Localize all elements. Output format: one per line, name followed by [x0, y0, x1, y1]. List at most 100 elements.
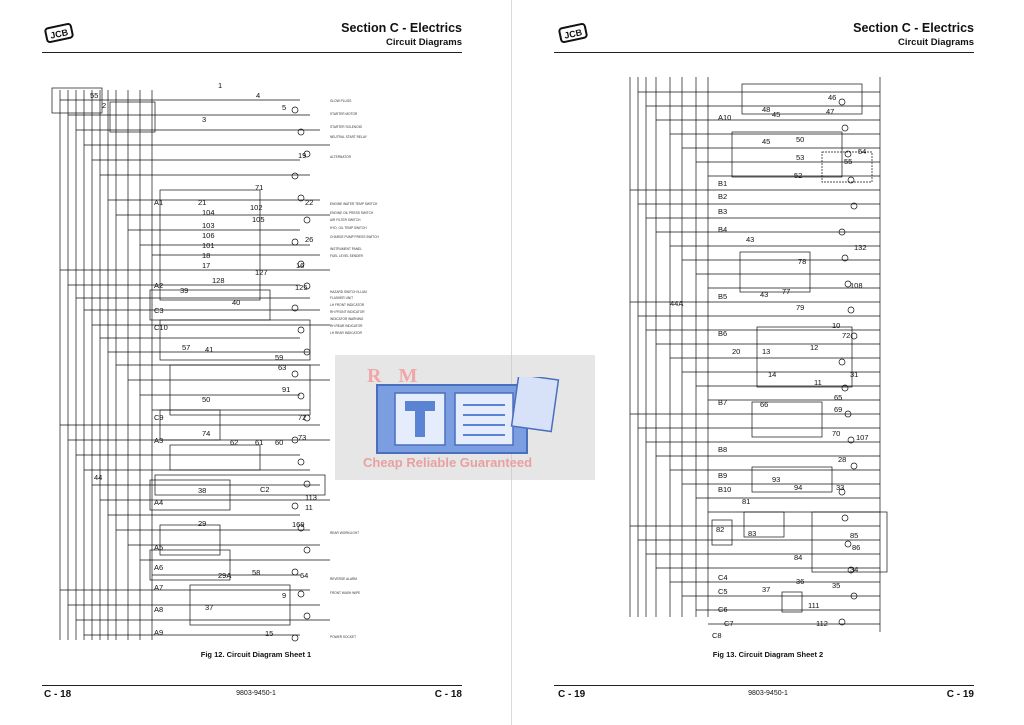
component-number: 84 [794, 553, 802, 562]
lamp-symbol [303, 612, 311, 620]
lamp-symbol [291, 568, 299, 576]
connector-label: A5 [154, 543, 163, 552]
watermark: R M Cheap Reliable Guaranteed [335, 355, 595, 480]
component-number: 28 [838, 455, 846, 464]
component-number: 125 [295, 283, 308, 292]
lamp-symbol [844, 280, 852, 288]
lamp-symbol [850, 592, 858, 600]
fuse-block [51, 87, 103, 114]
lamp-symbol [303, 480, 311, 488]
component-number: 77 [782, 287, 790, 296]
component-box [159, 524, 221, 556]
circuit-label: AIR FILTER SWITCH [330, 218, 361, 222]
component-number: 33 [836, 483, 844, 492]
component-number: 14 [768, 370, 776, 379]
lamp-symbol [297, 128, 305, 136]
svg-text:JCB: JCB [563, 27, 583, 41]
component-box [149, 549, 231, 581]
component-number: 21 [198, 198, 206, 207]
lamp-symbol [838, 618, 846, 626]
svg-text:JCB: JCB [49, 27, 69, 41]
circuit-label: REVERSE ALARM [330, 577, 357, 581]
component-number: 91 [282, 385, 290, 394]
component-number: 29 [198, 519, 206, 528]
circuit-label: STARTER MOTOR [330, 112, 358, 116]
circuit-label: HAZARD SWITCH ILLUM [330, 290, 367, 294]
connector-label: C3 [154, 306, 164, 315]
component-number: 1 [218, 81, 222, 90]
lamp-symbol [303, 546, 311, 554]
component-number: 3 [202, 115, 206, 124]
watermark-tagline: Cheap Reliable Guaranteed [363, 455, 533, 470]
circuit-label: FLASHER UNIT [330, 296, 353, 300]
component-number: 53 [796, 153, 804, 162]
component-number: 132 [854, 243, 867, 252]
component-number: 57 [182, 343, 190, 352]
component-number: 112 [816, 619, 828, 628]
component-number: 58 [252, 568, 260, 577]
connector-label: 44A [670, 299, 683, 308]
jcb-logo: JCB [44, 23, 74, 43]
section-title: Section C - Electrics [853, 21, 974, 35]
lamp-symbol [297, 590, 305, 598]
lamp-symbol [850, 332, 858, 340]
lamp-symbol [838, 228, 846, 236]
component-number: 71 [255, 183, 263, 192]
circuit-label: STARTER SOLENOID [330, 125, 363, 129]
component-box [751, 466, 833, 493]
component-number: 12 [810, 343, 818, 352]
circuit-label: CHARGE PUMP PRESS SWITCH [330, 235, 380, 239]
component-box [739, 251, 811, 293]
component-number: 101 [202, 241, 215, 250]
lamp-symbol [297, 524, 305, 532]
component-number: 74 [202, 429, 210, 438]
component-number: 82 [716, 525, 724, 534]
lamp-symbol [841, 384, 849, 392]
lamp-symbol [291, 370, 299, 378]
component-number: 11 [305, 503, 313, 512]
connector-label: C9 [154, 413, 164, 422]
component-number: 60 [275, 438, 283, 447]
component-number: 78 [798, 257, 806, 266]
component-number: 50 [796, 135, 804, 144]
component-number: 37 [205, 603, 213, 612]
lamp-symbol [303, 150, 311, 158]
component-number: 69 [834, 405, 842, 414]
component-number: 72 [298, 413, 306, 422]
watermark-logo-icon [376, 377, 560, 454]
connector-label: B3 [718, 207, 727, 216]
circuit-label: ENGINE WATER TEMP SWITCH [330, 202, 378, 206]
component-box [169, 364, 311, 416]
circuit-label: ALTERNATOR [330, 155, 352, 159]
component-box [781, 591, 803, 613]
component-number: 108 [850, 281, 863, 290]
component-number: 169 [292, 520, 305, 529]
footer-rule [42, 685, 462, 686]
connector-label: B2 [718, 192, 727, 201]
component-number: 63 [278, 363, 286, 372]
lamp-symbol [841, 254, 849, 262]
component-number: 73 [298, 433, 306, 442]
connector-label: B7 [718, 398, 727, 407]
lamp-symbol [850, 202, 858, 210]
component-number: 44 [94, 473, 102, 482]
connector-label: C4 [718, 573, 728, 582]
circuit-label: FUEL LEVEL SENDER [330, 254, 364, 258]
lamp-symbol [841, 514, 849, 522]
component-box [189, 584, 291, 626]
component-number: 102 [250, 203, 263, 212]
component-number: 52 [794, 171, 802, 180]
connector-label: A6 [154, 563, 163, 572]
lamp-symbol [297, 326, 305, 334]
section-title: Section C - Electrics [341, 21, 462, 35]
component-number: 38 [198, 486, 206, 495]
component-number: 55 [844, 157, 852, 166]
component-number: 39 [180, 286, 188, 295]
component-box [159, 189, 261, 301]
component-box [821, 151, 873, 183]
section-subtitle: Circuit Diagrams [897, 37, 974, 48]
component-number: 2 [102, 101, 106, 110]
component-number: 13 [762, 347, 770, 356]
